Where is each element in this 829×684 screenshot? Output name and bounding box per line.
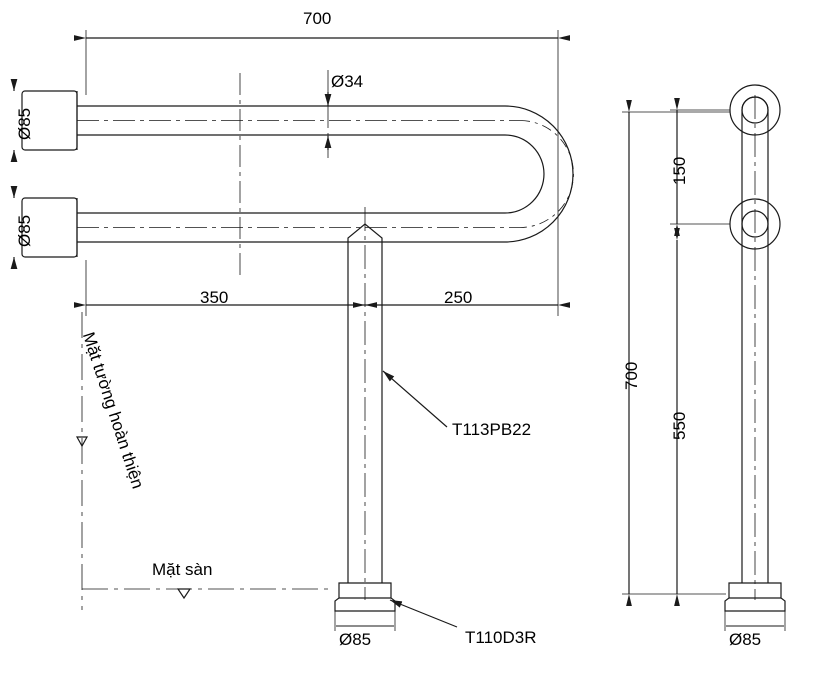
dim-overall-height-label: 700 (622, 361, 641, 390)
dim-lower-height-label: 550 (670, 411, 689, 440)
callout-base-label: T110D3R (465, 628, 537, 647)
note-floor-label: Mặt sàn (152, 560, 213, 579)
dim-top-spacing-label: 150 (670, 156, 689, 185)
front-view-geometry (10, 30, 574, 631)
dim-flange-top-label: Ø85 (15, 107, 34, 140)
dim-base-diameter-front-label: Ø85 (339, 630, 372, 649)
side-view-geometry (622, 84, 786, 631)
callout-post-label: T113PB22 (452, 420, 532, 439)
dim-left-segment-label: 350 (200, 288, 229, 307)
dim-overall-width-label: 700 (303, 9, 332, 28)
dim-flange-bottom-label: Ø85 (15, 214, 34, 247)
dim-base-diameter-side-label: Ø85 (729, 630, 762, 649)
dim-tube-diameter-label: Ø34 (331, 72, 364, 91)
dim-right-segment-label: 250 (444, 288, 473, 307)
